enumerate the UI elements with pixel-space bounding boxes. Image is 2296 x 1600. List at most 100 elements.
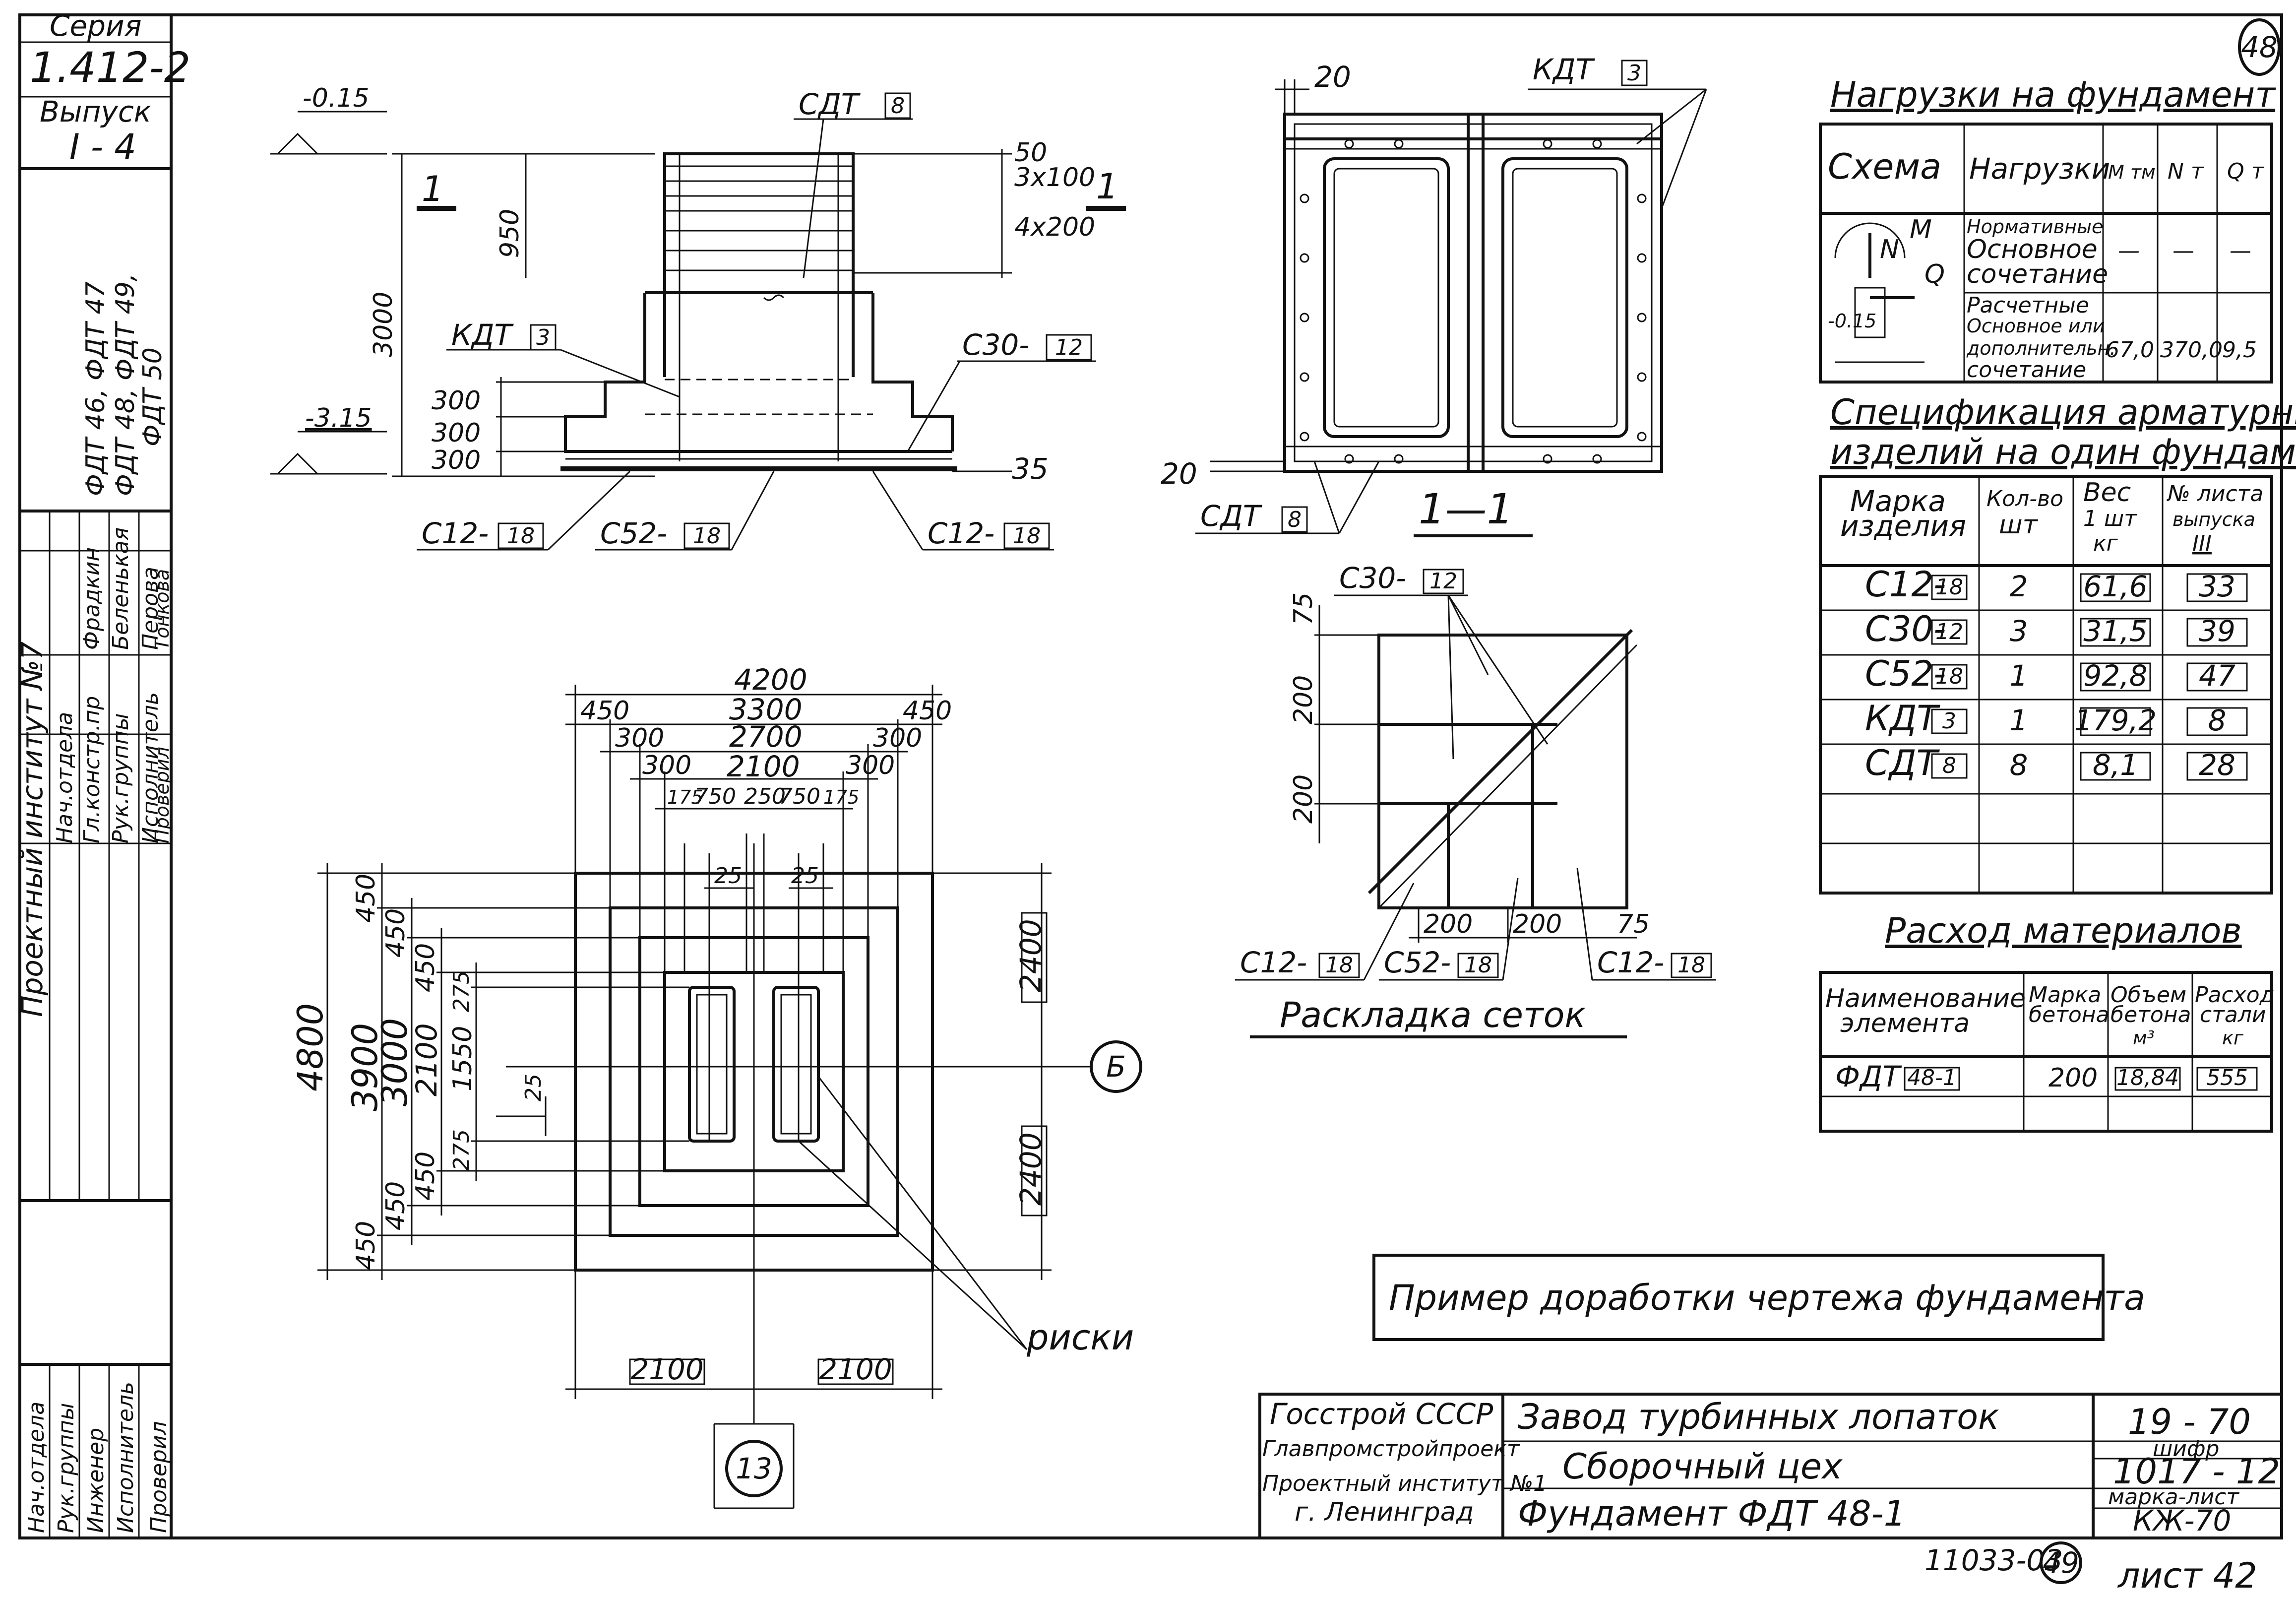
- svg-text:250: 250: [744, 784, 786, 809]
- svg-text:Вес: Вес: [2083, 478, 2131, 508]
- svg-text:N: N: [1880, 235, 1899, 264]
- name-4: Перова: [138, 567, 163, 650]
- svg-text:25: 25: [521, 1074, 546, 1101]
- lower-role-5: Проверил: [146, 1421, 172, 1533]
- spec-mark: КДТ: [1865, 698, 1940, 739]
- title-drawing: Фундамент ФДТ 48-1: [1518, 1493, 1906, 1534]
- svg-text:Расход: Расход: [2195, 982, 2275, 1008]
- svg-text:8: 8: [1288, 507, 1302, 532]
- level-bottom: -3.15: [305, 403, 372, 433]
- svg-text:18: 18: [1325, 953, 1353, 978]
- issue-value: I - 4: [69, 127, 136, 167]
- mesh-dim-75: 75: [1289, 592, 1318, 625]
- svg-text:Проектный институт №1: Проектный институт №1: [1262, 1471, 1547, 1496]
- svg-text:1017 - 12: 1017 - 12: [2113, 1451, 2280, 1492]
- spec-weight-box: [2080, 573, 2151, 602]
- svg-text:3: 3: [1627, 61, 1641, 86]
- section-dim-top: 20: [1314, 60, 1351, 94]
- svg-text:III: III: [2192, 531, 2212, 556]
- spec-weight: 92,8: [2083, 659, 2147, 693]
- svg-text:19 - 70: 19 - 70: [2128, 1402, 2251, 1442]
- height-total: 3000: [369, 292, 398, 357]
- lower-role-2: Рук.группы: [54, 1403, 79, 1534]
- svg-text:275: 275: [449, 970, 474, 1012]
- svg-text:M: M: [1910, 215, 1932, 245]
- note-riski: риски: [1026, 1317, 1134, 1358]
- svg-text:бетона: бетона: [2029, 1002, 2110, 1027]
- lower-role-3: Инженер: [83, 1428, 109, 1533]
- height-upper: 950: [495, 209, 525, 258]
- elevation-view: -0.15 -3.15 3000 950 1 1: [270, 83, 1126, 551]
- svg-text:450: 450: [381, 908, 411, 958]
- step-height-2: 300: [432, 418, 481, 448]
- spec-sheet-box: [2186, 618, 2248, 647]
- svg-text:лист 42: лист 42: [2117, 1555, 2257, 1596]
- svg-text:—: —: [2118, 238, 2140, 263]
- spec-qty: 2: [2010, 570, 2028, 603]
- svg-text:275: 275: [449, 1129, 474, 1171]
- svg-text:м³: м³: [2133, 1027, 2155, 1049]
- spec-weight: 61,6: [2083, 570, 2147, 603]
- svg-text:750: 750: [779, 784, 820, 809]
- right-dim-4x200: 4x200: [1014, 212, 1095, 242]
- spec-title-2: изделий на один фундамент: [1830, 432, 2296, 472]
- svg-text:КЖ-70: КЖ-70: [2133, 1504, 2231, 1537]
- mesh-dim-b200b: 200: [1513, 909, 1562, 939]
- mesh-dim-b75: 75: [1617, 909, 1650, 939]
- svg-text:1550: 1550: [448, 1026, 478, 1091]
- related-item-3: ФДТ 50: [138, 347, 168, 447]
- left-stamp: Серия 1.412-2 Выпуск I - 4 Проектный инс…: [15, 9, 190, 1538]
- spec-weight-box: [2080, 707, 2151, 736]
- spec-mark-box: [1931, 708, 1968, 734]
- svg-text:Пример доработки чертежа фунда: Пример доработки чертежа фундамента: [1389, 1278, 2145, 1318]
- mesh-layout: 75 200 200 200 200 75 С30- 12 С12- 18 С5…: [1235, 561, 1716, 1038]
- svg-text:стали: стали: [2200, 1002, 2266, 1027]
- svg-text:Нормативные: Нормативные: [1967, 216, 2103, 238]
- svg-text:Наименование: Наименование: [1825, 984, 2026, 1014]
- name-2: Фрадкин: [79, 547, 105, 650]
- svg-text:—: —: [2230, 238, 2251, 263]
- svg-text:300: 300: [873, 723, 922, 753]
- anchor-points: [1300, 139, 1647, 464]
- svg-text:3: 3: [536, 325, 550, 350]
- section-mark-right: 1: [1096, 166, 1118, 207]
- svg-text:сочетание: сочетание: [1967, 259, 2108, 289]
- step-height-3: 300: [432, 446, 481, 475]
- svg-text:2700: 2700: [729, 720, 803, 754]
- svg-text:шифр: шифр: [2153, 1436, 2219, 1462]
- svg-text:18: 18: [507, 523, 535, 549]
- materials-row-name: ФДТ: [1835, 1060, 1902, 1093]
- svg-text:кг: кг: [2093, 531, 2118, 556]
- svg-text:9,5: 9,5: [2222, 337, 2257, 363]
- svg-text:3000: 3000: [374, 1018, 415, 1106]
- svg-text:Основное или: Основное или: [1967, 315, 2105, 337]
- svg-text:450: 450: [580, 696, 629, 726]
- spec-weight-box: [2080, 662, 2151, 692]
- materials-row-steel: 555: [2206, 1065, 2248, 1090]
- svg-text:12: 12: [1055, 335, 1083, 360]
- materials-row-volume: 18,84: [2116, 1065, 2179, 1090]
- plan-bottom-dim-1: 2100: [630, 1352, 704, 1386]
- institute-name: Проектный институт №7: [15, 641, 49, 1017]
- section-title: 1—1: [1419, 485, 1513, 533]
- lower-role-4: Исполнитель: [113, 1382, 138, 1533]
- spec-title-1: Спецификация арматурных: [1830, 392, 2296, 433]
- loads-h-q: Q т: [2227, 159, 2265, 184]
- svg-text:18: 18: [1464, 953, 1492, 978]
- mesh-dim-200a: 200: [1289, 675, 1318, 724]
- issue-label: Выпуск: [40, 95, 151, 128]
- svg-text:450: 450: [351, 1221, 381, 1270]
- svg-text:300: 300: [615, 723, 664, 753]
- spec-mark: СДТ: [1865, 743, 1940, 783]
- svg-text:шт: шт: [1999, 510, 2039, 540]
- spec-weight-box: [2080, 618, 2151, 647]
- svg-text:1 шт: 1 шт: [2083, 506, 2137, 531]
- spec-mark-number: 12: [1935, 619, 1963, 644]
- svg-text:№ листа: № листа: [2166, 481, 2263, 507]
- svg-text:выпуска: выпуска: [2172, 509, 2255, 530]
- label-kdt: КДТ: [451, 318, 514, 352]
- axis-label-13: 13: [736, 1452, 772, 1485]
- mesh-label-c12a: С12-: [1240, 946, 1307, 979]
